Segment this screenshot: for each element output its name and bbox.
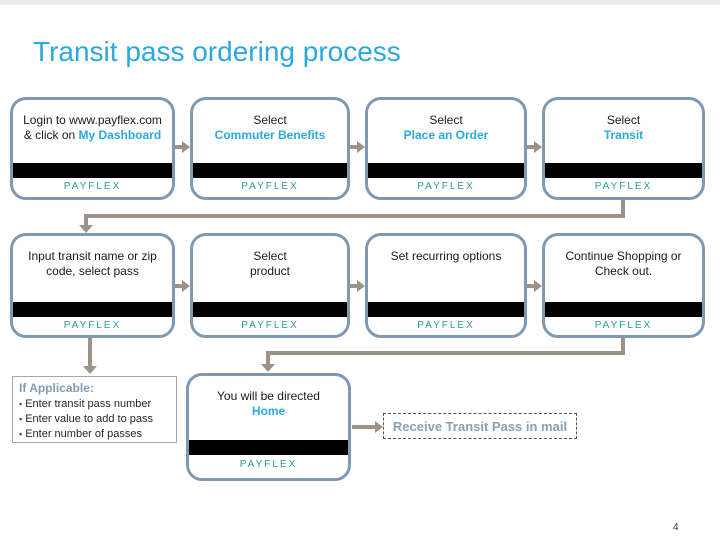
payflex-logo: PAYFLEX — [417, 320, 475, 331]
flow-box-continue-checkout: Continue Shopping or Check out. PAYFLEX — [542, 233, 705, 338]
card-stripe — [193, 302, 347, 317]
recurring-text: Set recurring options — [390, 249, 502, 263]
flow-box-login: Login to www.payflex.com & click on My D… — [10, 97, 175, 200]
transit-highlight: Transit — [603, 128, 644, 142]
arrow-right-icon — [175, 141, 190, 153]
home-highlight: Home — [251, 404, 286, 418]
connector-checkout-across — [266, 351, 625, 355]
payflex-logo: PAYFLEX — [241, 181, 299, 192]
bullet-icon: ▪ — [19, 399, 23, 409]
payflex-logo: PAYFLEX — [241, 320, 299, 331]
flow-box-login-text: Login to www.payflex.com & click on My D… — [19, 113, 166, 143]
arrow-down-icon — [83, 366, 97, 374]
card-stripe — [193, 163, 347, 178]
bullet-icon: ▪ — [19, 429, 23, 439]
list-item: ▪Enter value to add to pass — [19, 412, 172, 427]
place-order-text: Select — [429, 113, 463, 127]
card-stripe — [545, 302, 702, 317]
if-applicable-box: If Applicable: ▪Enter transit pass numbe… — [12, 376, 177, 443]
payflex-logo: PAYFLEX — [63, 320, 122, 331]
flow-box-select-product-text: Select product — [199, 249, 341, 279]
card-stripe — [189, 440, 348, 455]
arrow-right-icon — [527, 141, 542, 153]
connector-input-to-applicable — [88, 338, 92, 366]
commuter-text: Select — [253, 113, 287, 127]
arrow-down-icon — [79, 225, 93, 233]
arrow-right-icon — [352, 420, 384, 434]
transit-text: Select — [606, 113, 641, 127]
flow-box-recurring-text: Set recurring options — [374, 249, 518, 264]
slide-top-edge — [0, 0, 720, 5]
flow-box-select-product: Select product PAYFLEX — [190, 233, 350, 338]
select-product-text: Select product — [249, 249, 291, 278]
connector-checkout-into-home — [266, 351, 270, 364]
commuter-highlight: Commuter Benefits — [214, 128, 326, 142]
connector-transit-into-row2 — [84, 214, 88, 225]
directed-home-text: You will be directed — [217, 389, 320, 403]
card-stripe — [368, 163, 524, 178]
arrow-right-icon — [527, 280, 542, 292]
connector-checkout-down — [621, 338, 625, 355]
list-item: ▪Enter transit pass number — [19, 397, 172, 412]
flow-box-input-transit: Input transit name or zip code, select p… — [10, 233, 175, 338]
card-stripe — [368, 302, 524, 317]
payflex-logo: PAYFLEX — [594, 320, 653, 331]
payflex-logo: PAYFLEX — [594, 181, 653, 192]
flow-box-recurring-options: Set recurring options PAYFLEX — [365, 233, 527, 338]
list-item-text: Enter value to add to pass — [25, 413, 154, 425]
list-item-text: Enter transit pass number — [25, 398, 152, 410]
arrow-right-icon — [175, 280, 190, 292]
connector-transit-across — [84, 214, 625, 218]
arrow-right-icon — [350, 280, 365, 292]
page-number: 4 — [673, 522, 679, 533]
card-stripe — [545, 163, 702, 178]
page-title: Transit pass ordering process — [33, 36, 401, 67]
receive-mail-box: Receive Transit Pass in mail — [383, 413, 577, 439]
flow-box-continue-text: Continue Shopping or Check out. — [551, 249, 696, 279]
payflex-logo: PAYFLEX — [63, 181, 122, 192]
flow-box-input-transit-text: Input transit name or zip code, select p… — [19, 249, 166, 279]
continue-text: Continue Shopping or Check out. — [565, 249, 682, 278]
arrow-right-icon — [350, 141, 365, 153]
payflex-logo: PAYFLEX — [417, 181, 475, 192]
place-order-highlight: Place an Order — [403, 128, 489, 142]
arrow-down-icon — [261, 364, 275, 372]
bullet-icon: ▪ — [19, 414, 23, 424]
input-transit-text: Input transit name or zip code, select p… — [28, 249, 157, 278]
payflex-logo: PAYFLEX — [239, 459, 298, 470]
if-applicable-heading: If Applicable: — [19, 381, 94, 395]
card-stripe — [13, 302, 172, 317]
card-stripe — [13, 163, 172, 178]
list-item: ▪Enter number of passes — [19, 427, 172, 442]
connector-transit-down — [621, 200, 625, 218]
receive-mail-text: Receive Transit Pass in mail — [392, 418, 568, 434]
login-text: Login to www.payflex.com & click on — [23, 113, 162, 142]
list-item-text: Enter number of passes — [25, 428, 142, 440]
login-highlight: My Dashboard — [78, 128, 162, 142]
